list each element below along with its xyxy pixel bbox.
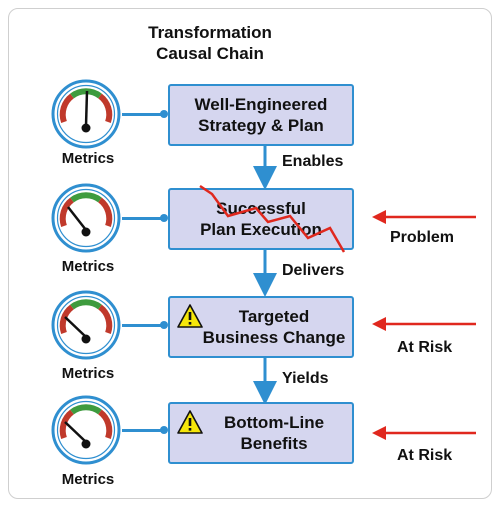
connector-line — [122, 429, 164, 432]
flow-label-delivers: Delivers — [282, 262, 345, 279]
stage-box-benefits: Bottom-Line Benefits — [168, 402, 354, 464]
stage-box-strategy: Well-Engineered Strategy & Plan — [168, 84, 354, 146]
gauge-icon — [51, 290, 121, 360]
stage-label: Targeted Business Change — [202, 307, 346, 347]
metrics-label: Metrics — [61, 258, 115, 275]
side-label-at-risk-2: At Risk — [397, 447, 453, 464]
connector-line — [122, 217, 164, 220]
gauge-icon — [51, 79, 121, 149]
metrics-label: Metrics — [61, 150, 115, 167]
red-arrow-at-risk-2 — [372, 426, 476, 440]
warning-icon — [177, 410, 203, 434]
stage-label: Well-Engineered Strategy & Plan — [194, 95, 328, 135]
connector-line — [122, 324, 164, 327]
side-label-problem: Problem — [390, 229, 455, 246]
stage-box-execution: Successful Plan Execution — [168, 184, 354, 253]
gauge-icon — [51, 395, 121, 465]
stage-label: Bottom-Line Benefits — [223, 413, 325, 453]
gauge-icon — [51, 183, 121, 253]
connector-dot — [160, 110, 168, 118]
problem-zigzag — [199, 184, 346, 253]
connector-dot — [160, 214, 168, 222]
flow-label-enables: Enables — [282, 153, 344, 170]
metrics-label: Metrics — [61, 365, 115, 382]
connector-dot — [160, 321, 168, 329]
diagram-title: Transformation Causal Chain — [148, 23, 272, 63]
flow-label-yields: Yields — [282, 370, 329, 387]
connector-line — [122, 113, 164, 116]
metrics-label: Metrics — [61, 471, 115, 488]
stage-box-business-change: Targeted Business Change — [168, 296, 354, 358]
warning-icon — [177, 304, 203, 328]
red-arrow-at-risk-1 — [372, 317, 476, 331]
red-arrow-problem — [372, 210, 476, 224]
connector-dot — [160, 426, 168, 434]
side-label-at-risk-1: At Risk — [397, 339, 453, 356]
